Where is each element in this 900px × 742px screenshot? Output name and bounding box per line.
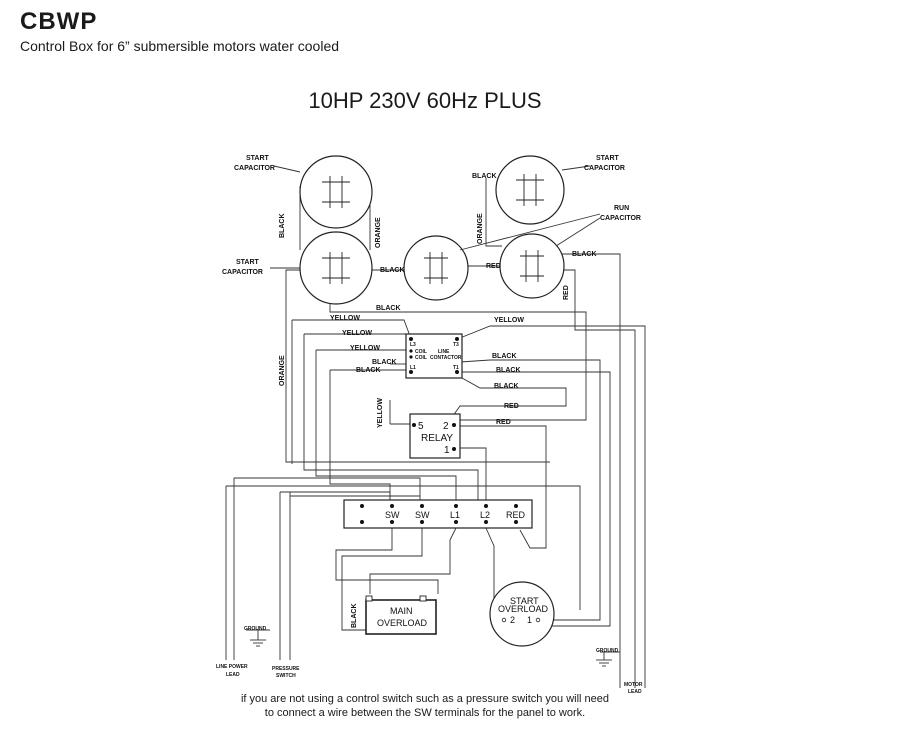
main-overload-label-1: MAIN xyxy=(390,606,413,616)
start-capacitor-top-right xyxy=(495,155,565,225)
main-overload: MAIN OVERLOAD xyxy=(365,595,437,635)
start-overload-terminal-2: 2 xyxy=(510,615,515,625)
terminal-sw-1: SW xyxy=(385,510,400,520)
label-pressure-1: PRESSURE xyxy=(272,666,300,672)
label-start-capacitor-3: START xyxy=(236,259,260,266)
ground-symbol-right xyxy=(596,659,612,667)
label-start-capacitor-2: CAPACITOR xyxy=(234,165,275,172)
label-black-vertical-2: BLACK xyxy=(351,604,358,629)
ground-symbol-left xyxy=(250,639,266,647)
contactor-line-label: LINE xyxy=(438,349,450,355)
start-overload-label-2: OVERLOAD xyxy=(498,604,549,614)
label-red-2: RED xyxy=(504,403,519,410)
label-black-5: BLACK xyxy=(372,359,397,366)
contactor-contactor-label: CONTACTOR xyxy=(430,355,462,361)
label-yellow-vertical-1: YELLOW xyxy=(377,398,384,428)
label-orange-vertical-3: ORANGE xyxy=(279,355,286,386)
label-black-6: BLACK xyxy=(356,367,381,374)
label-yellow-3: YELLOW xyxy=(350,345,380,352)
label-black-8: BLACK xyxy=(496,367,521,374)
label-yellow-1: YELLOW xyxy=(330,315,360,322)
terminal-sw-2: SW xyxy=(415,510,430,520)
start-overload: START OVERLOAD 2 1 xyxy=(489,581,555,647)
main-overload-label-2: OVERLOAD xyxy=(377,618,428,628)
footer-note-line-1: if you are not using a control switch su… xyxy=(240,693,610,705)
contactor-l1: L1 xyxy=(410,365,416,371)
label-black-7: BLACK xyxy=(492,353,517,360)
label-start-capacitor-6: CAPACITOR xyxy=(584,165,625,172)
footer-note-line-2: to connect a wire between the SW termina… xyxy=(264,707,586,719)
run-capacitor-middle xyxy=(403,235,469,301)
label-black-3: BLACK xyxy=(572,251,597,258)
label-run-capacitor-2: CAPACITOR xyxy=(600,215,641,222)
relay-terminal-2: 2 xyxy=(443,421,449,432)
diagram-heading: 10HP 230V 60Hz PLUS xyxy=(308,88,542,113)
label-pressure-2: SWITCH xyxy=(276,673,296,679)
label-ground-right: GROUND xyxy=(596,648,619,654)
start-capacitor-left xyxy=(299,231,373,305)
relay-terminal-5: 5 xyxy=(418,421,424,432)
terminal-l2: L2 xyxy=(480,510,490,520)
contactor-l3: L3 xyxy=(410,342,416,348)
page-subtitle: Control Box for 6” submersible motors wa… xyxy=(20,38,340,54)
run-capacitor-right xyxy=(499,233,565,299)
start-overload-label-1: START xyxy=(510,596,539,606)
terminal-block: SW SW L1 L2 RED xyxy=(343,499,533,529)
label-line-power-1: LINE POWER xyxy=(216,664,248,670)
relay-label: RELAY xyxy=(421,433,453,444)
label-yellow-2: YELLOW xyxy=(342,330,372,337)
label-line-power-2: LEAD xyxy=(226,672,240,678)
label-black-9: BLACK xyxy=(494,383,519,390)
terminal-l1: L1 xyxy=(450,510,460,520)
label-run-capacitor-1: RUN xyxy=(614,205,629,212)
label-black-vertical-1: BLACK xyxy=(279,214,286,239)
line-contactor: L3 T3 COIL COIL LINE CONTACTOR L1 T1 xyxy=(405,333,463,379)
label-start-capacitor-4: CAPACITOR xyxy=(222,269,263,276)
contactor-t3: T3 xyxy=(453,342,459,348)
contactor-t1: T1 xyxy=(453,365,459,371)
label-start-capacitor-1: START xyxy=(246,155,270,162)
start-capacitor-top-left xyxy=(299,155,373,229)
label-ground-left: GROUND xyxy=(244,626,267,632)
wires xyxy=(225,178,646,688)
label-orange-vertical-1: ORANGE xyxy=(375,217,382,248)
contactor-coil-1: COIL xyxy=(415,349,427,355)
terminal-red: RED xyxy=(506,510,526,520)
label-orange-vertical-2: ORANGE xyxy=(477,213,484,244)
brand-title: CBWP xyxy=(20,8,98,35)
label-motor-2: LEAD xyxy=(628,689,642,695)
relay: 5 2 1 RELAY xyxy=(409,413,461,459)
relay-terminal-1: 1 xyxy=(444,445,450,456)
label-black-4: BLACK xyxy=(376,305,401,312)
contactor-coil-2: COIL xyxy=(415,355,427,361)
label-start-capacitor-5: START xyxy=(596,155,620,162)
label-red-vertical-1: RED xyxy=(563,285,570,300)
label-motor-1: MOTOR xyxy=(624,682,643,688)
label-black-2: BLACK xyxy=(380,267,405,274)
pointer-arrows xyxy=(270,165,601,269)
label-red-3: RED xyxy=(496,419,511,426)
label-yellow-4: YELLOW xyxy=(494,317,524,324)
start-overload-terminal-1: 1 xyxy=(527,615,532,625)
label-black-1: BLACK xyxy=(472,173,497,180)
label-red-1: RED xyxy=(486,263,501,270)
wire-labels: START CAPACITOR START CAPACITOR START CA… xyxy=(216,155,643,695)
